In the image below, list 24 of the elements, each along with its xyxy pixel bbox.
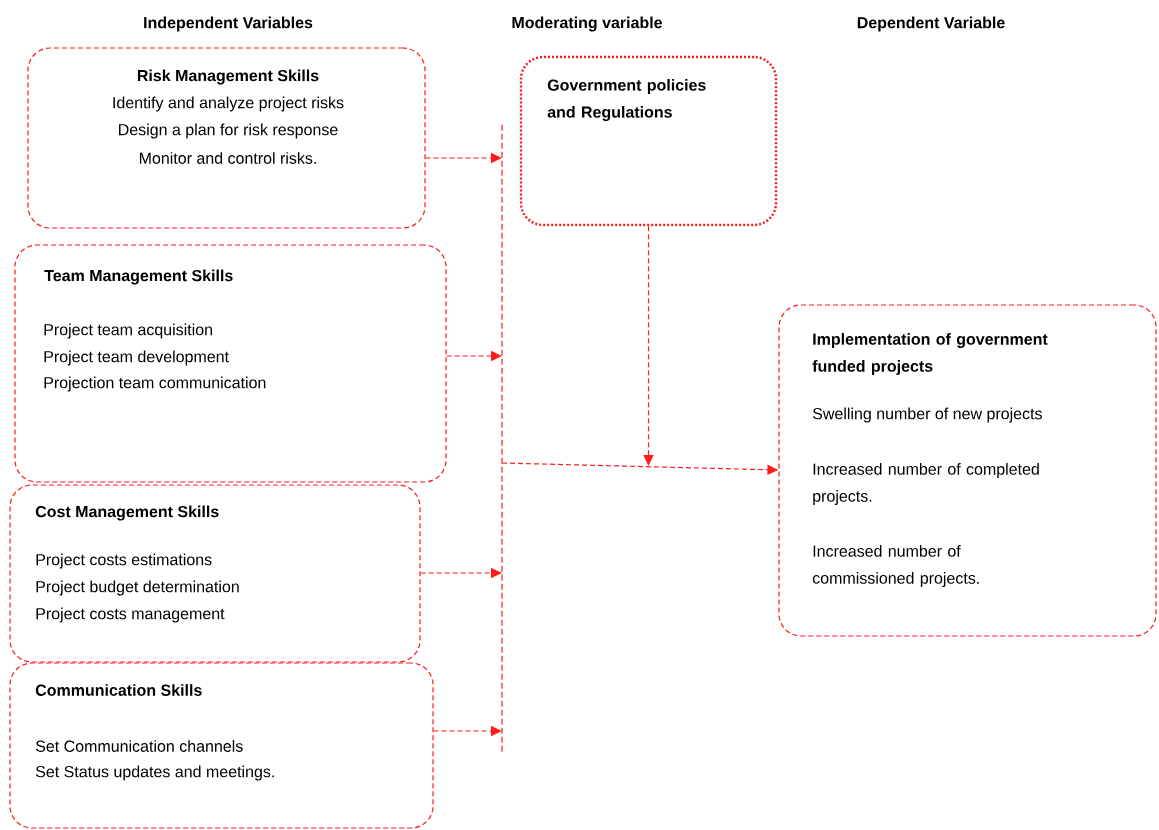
box-text: Monitor and control risks. bbox=[139, 152, 316, 164]
box-text: Identify and analyze project risks bbox=[113, 96, 344, 112]
box-text: Set Status updates and meetings. bbox=[35, 765, 274, 781]
box-text: Projection team communication bbox=[44, 376, 266, 392]
column-heading: Dependent Variable bbox=[857, 16, 1005, 32]
box-text: Swelling number of new projects bbox=[812, 407, 1042, 423]
column-heading: Independent Variables bbox=[144, 16, 313, 32]
box-text: Increased number of commissioned projects. bbox=[812, 545, 979, 587]
box-text: Risk Management Skills bbox=[137, 69, 319, 85]
box-text: Communication Skills bbox=[35, 684, 202, 696]
arrow bbox=[643, 225, 654, 466]
box-text: Project team development bbox=[44, 350, 229, 366]
box-text: Cost Management Skills bbox=[35, 505, 219, 521]
box-text: Design a plan for risk response bbox=[119, 123, 338, 139]
box-text: Project costs management bbox=[36, 607, 225, 623]
box-text: Implementation of government funded projects bbox=[812, 333, 1048, 375]
box-text: Project team acquisition bbox=[44, 323, 212, 339]
box-text: Set Communication channels bbox=[35, 740, 243, 752]
box-text: Team Management Skills bbox=[44, 269, 233, 285]
box-text: Government policies and Regulations bbox=[547, 79, 706, 121]
column-heading: Moderating variable bbox=[512, 16, 662, 32]
box-text: Project budget determination bbox=[36, 580, 239, 596]
box-text: Increased number of completed projects. bbox=[813, 463, 1039, 505]
box-text: Project costs estimations bbox=[36, 553, 212, 569]
